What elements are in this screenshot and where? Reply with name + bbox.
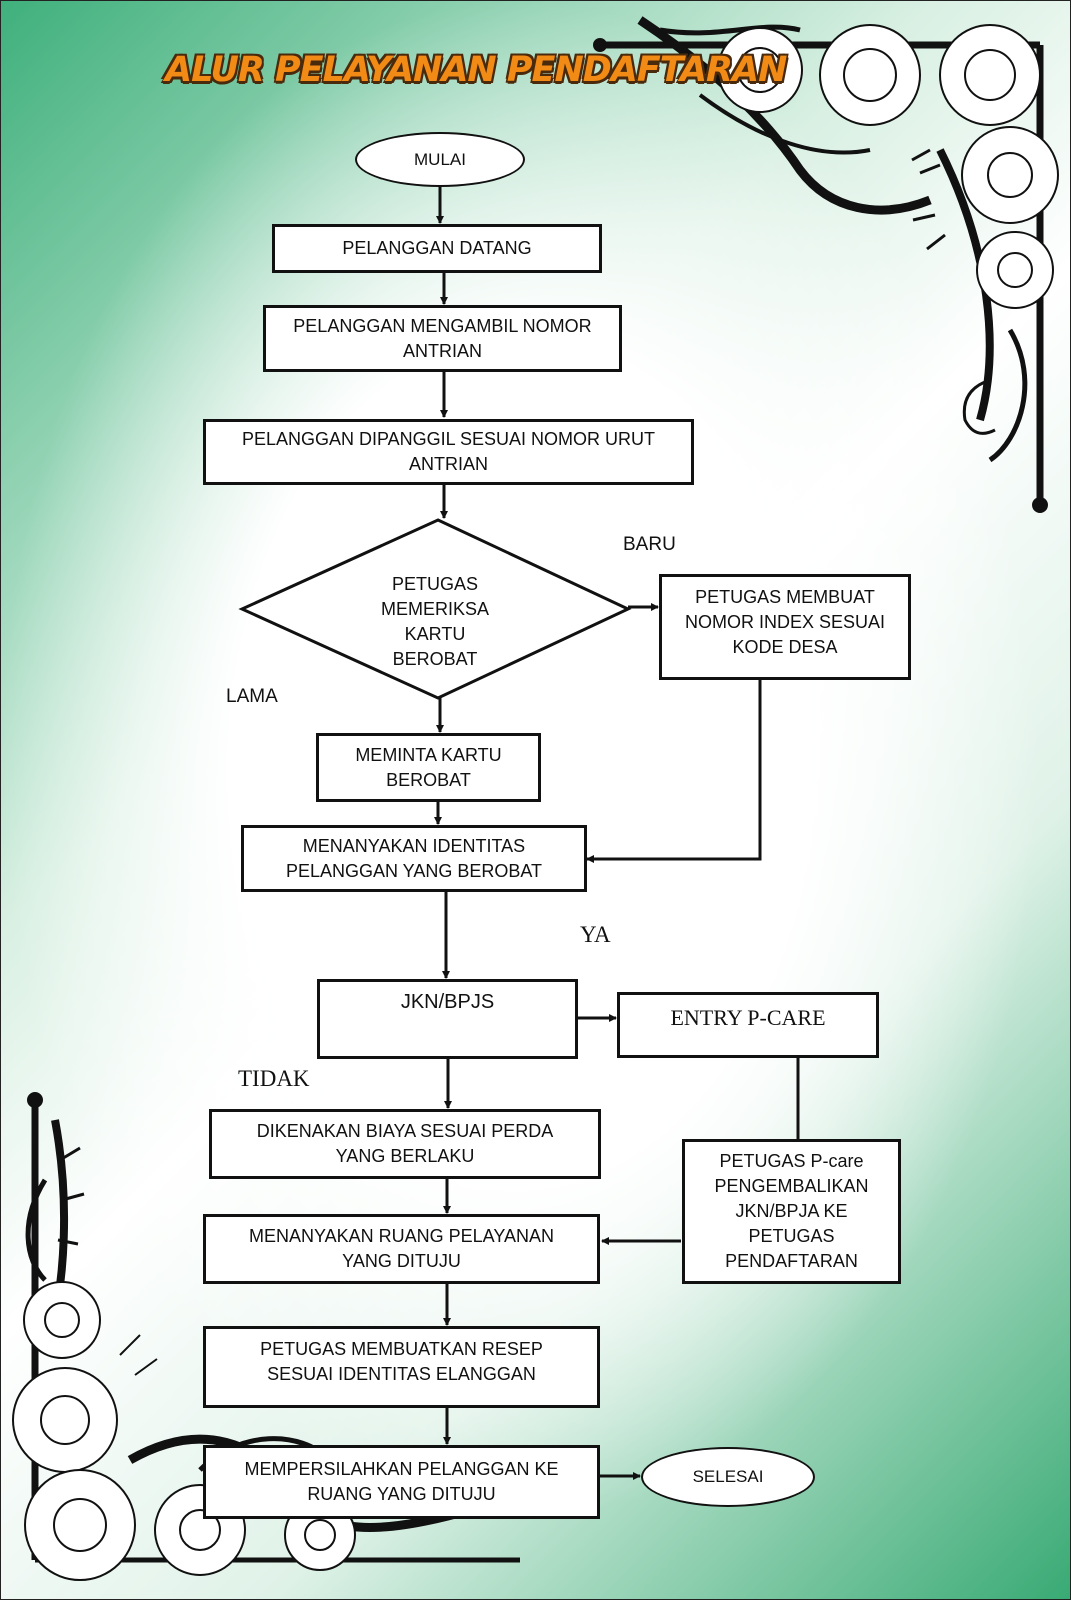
node-minta-kartu-berobat: MEMINTA KARTU BEROBAT — [316, 733, 541, 802]
node-pcare-pengembalian: PETUGAS P-care PENGEMBALIKAN JKN/BPJA KE… — [682, 1139, 901, 1284]
node-jkn-bpjs: JKN/BPJS — [317, 979, 578, 1059]
node-end-selesai: SELESAI — [641, 1447, 815, 1507]
label-lama: LAMA — [226, 686, 278, 707]
node-tanya-ruang-pelayanan: MENANYAKAN RUANG PELAYANAN YANG DITUJU — [203, 1214, 600, 1284]
node-pelanggan-datang: PELANGGAN DATANG — [272, 224, 602, 273]
node-start-mulai: MULAI — [355, 132, 525, 187]
node-buat-resep: PETUGAS MEMBUATKAN RESEP SESUAI IDENTITA… — [203, 1326, 600, 1408]
flow-connectors — [434, 186, 800, 1480]
label-tidak: TIDAK — [238, 1066, 310, 1091]
decision-diamond — [238, 518, 632, 700]
node-entry-pcare: ENTRY P-CARE — [617, 992, 879, 1058]
label-baru: BARU — [623, 534, 676, 555]
bottom-left-floral-ornament — [12, 1092, 520, 1581]
node-ambil-nomor-antrian: PELANGGAN MENGAMBIL NOMOR ANTRIAN — [263, 305, 622, 372]
node-periksa-kartu-text: PETUGAS MEMERIKSA KARTU BEROBAT — [380, 574, 490, 669]
page-title: ALUR PELAYANAN PENDAFTARAN — [165, 50, 787, 90]
label-ya: YA — [580, 922, 611, 947]
node-persilahkan-ke-ruang: MEMPERSILAHKAN PELANGGAN KE RUANG YANG D… — [203, 1445, 600, 1519]
node-dikenakan-biaya: DIKENAKAN BIAYA SESUAI PERDA YANG BERLAK… — [209, 1109, 601, 1179]
node-tanya-identitas: MENANYAKAN IDENTITAS PELANGGAN YANG BERO… — [241, 825, 587, 892]
node-buat-nomor-index: PETUGAS MEMBUAT NOMOR INDEX SESUAI KODE … — [659, 574, 911, 680]
top-right-floral-ornament — [593, 16, 1059, 513]
node-dipanggil-nomor-urut: PELANGGAN DIPANGGIL SESUAI NOMOR URUT AN… — [203, 419, 694, 485]
